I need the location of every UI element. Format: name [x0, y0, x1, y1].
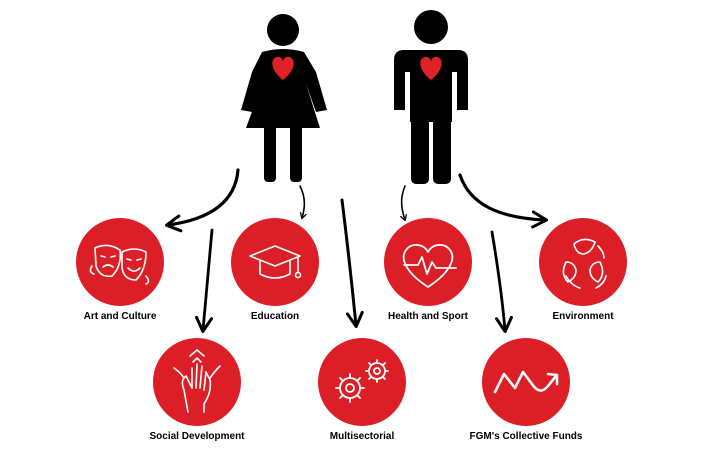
label-environment: Environment: [552, 311, 614, 322]
arrow-to-education: [299, 185, 304, 218]
heartbeat-icon: [402, 244, 457, 288]
category-multisectorial: [318, 338, 406, 426]
label-fgm-collective-funds: FGM's Collective Funds: [469, 431, 583, 442]
graduation-cap-icon: [249, 245, 302, 279]
arrow-to-art-culture: [165, 168, 240, 233]
gears-icon: [335, 359, 389, 403]
category-education: [231, 218, 319, 306]
theater-masks-icon: [89, 244, 150, 285]
arrow-to-health-sport: [402, 185, 405, 220]
man-figure-icon: [394, 10, 468, 184]
arrow-to-social-development: [195, 228, 214, 333]
man-heart-icon: [420, 56, 442, 80]
label-social-development: Social Development: [149, 431, 245, 442]
label-art-culture: Art and Culture: [83, 311, 157, 322]
category-health-sport: [384, 218, 472, 306]
label-health-sport: Health and Sport: [387, 311, 469, 322]
category-fgm-collective-funds: [482, 338, 570, 426]
arrow-to-multisectorial: [340, 198, 364, 328]
category-social-development: [153, 338, 241, 426]
growth-arrow-icon: [493, 370, 559, 394]
arrow-to-fgm-funds: [490, 230, 513, 333]
category-environment: [539, 218, 627, 306]
woman-heart-icon: [272, 56, 294, 80]
category-art-culture: [76, 218, 164, 306]
arrow-to-environment: [458, 173, 548, 229]
label-multisectorial: Multisectorial: [329, 431, 395, 442]
recycle-leaves-icon: [562, 238, 607, 289]
label-education: Education: [250, 311, 300, 322]
woman-figure-icon: [241, 14, 327, 182]
helping-hands-icon: [173, 349, 221, 413]
